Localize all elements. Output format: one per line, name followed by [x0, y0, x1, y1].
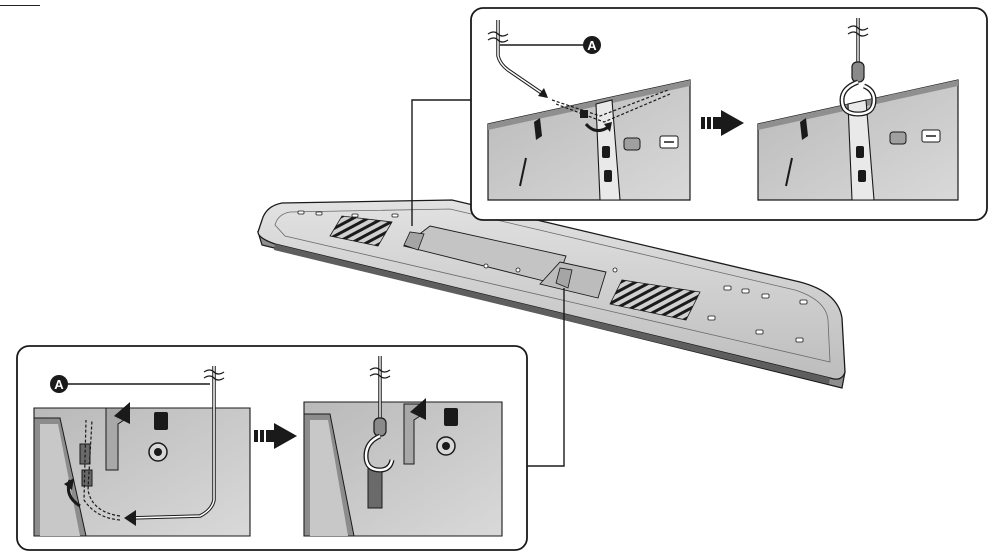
callout-label-top: A	[587, 38, 597, 53]
callout-marker-a-top	[583, 36, 601, 54]
cord-break-icon	[847, 25, 869, 37]
step-arrow-icon	[254, 423, 297, 449]
bottom-step-2-view	[303, 356, 503, 537]
top-detail-panel: A	[470, 7, 988, 221]
corner-rule	[0, 0, 40, 6]
top-step-1-view: A	[487, 20, 691, 201]
callout-marker-a-bottom	[50, 375, 68, 393]
soundbar-unit	[257, 199, 846, 389]
cord-break-icon	[487, 31, 509, 43]
callout-label-bottom: A	[54, 377, 64, 392]
bottom-step-1-view: A	[33, 366, 251, 537]
leader-line-top	[411, 99, 471, 226]
cord-break-icon	[203, 369, 225, 381]
cord-break-icon	[369, 367, 391, 379]
wire-direction-arrow	[124, 510, 136, 526]
bottom-detail-panel: A	[16, 345, 528, 551]
top-step-2-view	[757, 18, 959, 201]
leader-line-bottom	[527, 288, 565, 467]
wire-direction-arrow	[538, 88, 548, 98]
step-arrow-icon	[701, 110, 744, 136]
